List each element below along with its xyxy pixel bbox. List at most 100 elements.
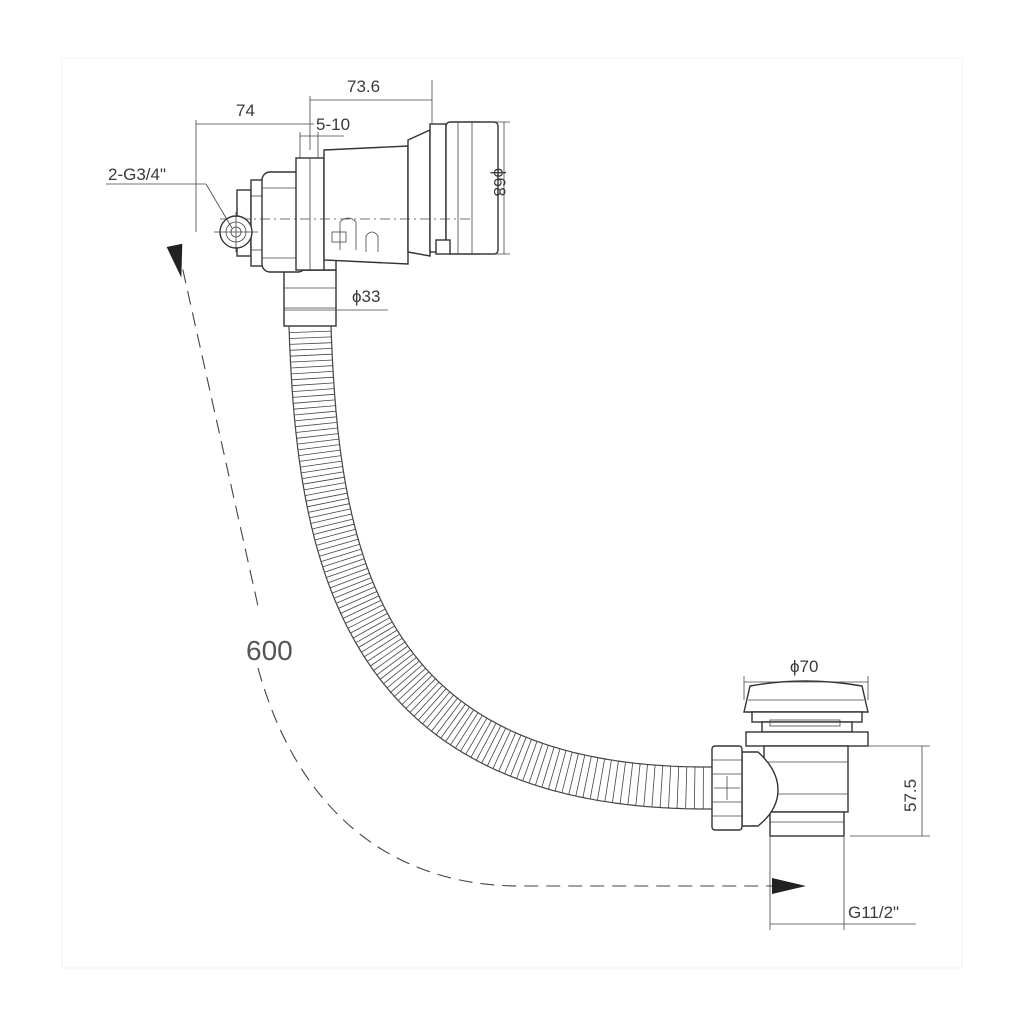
hose-rib	[604, 759, 612, 802]
hose-rib	[390, 664, 423, 693]
waste-flange	[745, 731, 869, 747]
hose-rib	[409, 681, 440, 713]
drawing-frame	[61, 57, 963, 969]
hose-rib	[290, 353, 333, 357]
hose-rib	[376, 649, 411, 676]
hose-rib	[481, 725, 502, 764]
waste-elbow	[741, 751, 779, 827]
hose-rib	[635, 763, 641, 806]
hose-rib	[522, 741, 538, 782]
hose-rib	[340, 595, 380, 614]
hose-rib	[364, 633, 400, 658]
hose-rib	[300, 460, 342, 468]
corrugated-hose	[288, 325, 713, 810]
hose-rib	[445, 706, 470, 742]
hose-rib	[336, 586, 376, 604]
hose-rib	[659, 765, 664, 808]
dim-hose-length: 600	[246, 635, 293, 666]
hose-rib	[486, 728, 507, 767]
hose-rib	[294, 416, 337, 422]
hose-rib	[291, 382, 334, 387]
hose-rib	[568, 753, 579, 795]
dim-overall-depth: 73.6	[347, 77, 380, 96]
hose-rib	[668, 766, 672, 809]
hose-rib	[386, 660, 420, 689]
hose-rib	[309, 508, 351, 519]
hose-rib	[422, 691, 451, 725]
hose-rib	[313, 523, 355, 535]
hose-rib	[292, 393, 335, 398]
hose-rib	[352, 617, 390, 639]
hose-rib	[379, 653, 414, 680]
hose-rib	[597, 758, 605, 801]
hose-rib	[435, 700, 462, 735]
hose-rib	[541, 746, 555, 788]
hose-rib	[355, 621, 393, 644]
hose-rib	[333, 581, 374, 599]
hose-rib	[431, 697, 458, 732]
hose-rib	[307, 498, 349, 508]
hose-rib	[295, 422, 338, 428]
hose-rib	[455, 712, 479, 749]
hose-rib	[294, 410, 337, 416]
hose-rib	[589, 757, 599, 800]
hose-rib	[289, 330, 332, 333]
plug-cap	[743, 680, 869, 713]
hose-rib	[342, 600, 382, 619]
overflow-assembly	[214, 121, 499, 327]
hose-rib	[324, 558, 365, 573]
waste-outlet	[769, 811, 845, 837]
arrow-head-right	[772, 878, 806, 894]
hose-rib	[370, 641, 406, 667]
hose-rib	[575, 754, 586, 797]
hose-rib	[338, 591, 378, 609]
hose-rib	[510, 737, 527, 777]
overflow-hose-cuff	[283, 269, 337, 327]
hose-rib	[460, 715, 483, 752]
dim-body-length: 74	[236, 101, 255, 120]
hose-rib	[291, 376, 334, 381]
hose-rib	[373, 645, 408, 671]
dim-hose-diameter: ϕ33	[352, 287, 380, 306]
waste-assembly	[711, 680, 869, 837]
hose-rib	[405, 678, 436, 709]
hose-rib	[328, 568, 368, 584]
hose-rib	[554, 750, 567, 792]
waste-body	[763, 745, 849, 813]
hose-rib	[358, 625, 395, 648]
hose-rib	[643, 764, 648, 807]
dim-handle-diameter: ϕ68	[490, 168, 509, 196]
hose-rib	[504, 734, 522, 774]
hose-rib	[292, 388, 335, 392]
dim-plug-diameter: ϕ70	[790, 657, 818, 676]
hose-rib	[345, 604, 384, 624]
hose-rib	[383, 657, 417, 685]
hose-rib	[475, 723, 497, 761]
dim-wall-range: 5-10	[316, 115, 350, 134]
hose-rib	[290, 359, 333, 363]
dim-inlet-thread: 2-G3/4"	[108, 165, 166, 184]
dimension-lines	[106, 80, 930, 930]
hose-rib	[361, 629, 398, 653]
hose-rib	[302, 476, 345, 485]
hose-rib	[301, 466, 343, 474]
hose-rib	[492, 730, 512, 769]
hose-rib	[293, 399, 336, 404]
hose-rib	[516, 739, 532, 779]
hose-rib	[465, 717, 488, 755]
dim-waste-height: 57.5	[901, 779, 920, 812]
hose-rib	[304, 487, 347, 496]
arrow-head-top	[166, 243, 183, 278]
hose-rib	[289, 336, 332, 339]
hose-rib	[306, 492, 348, 502]
hose-rib	[290, 365, 333, 369]
hose-rib	[296, 433, 339, 439]
hose-rib	[291, 371, 334, 375]
hose-rib	[401, 675, 433, 705]
hose-rib	[326, 563, 367, 578]
hose-rib	[299, 455, 342, 462]
hose-rib	[289, 342, 332, 345]
hose-rib	[317, 538, 359, 552]
hose-rib	[322, 553, 363, 568]
